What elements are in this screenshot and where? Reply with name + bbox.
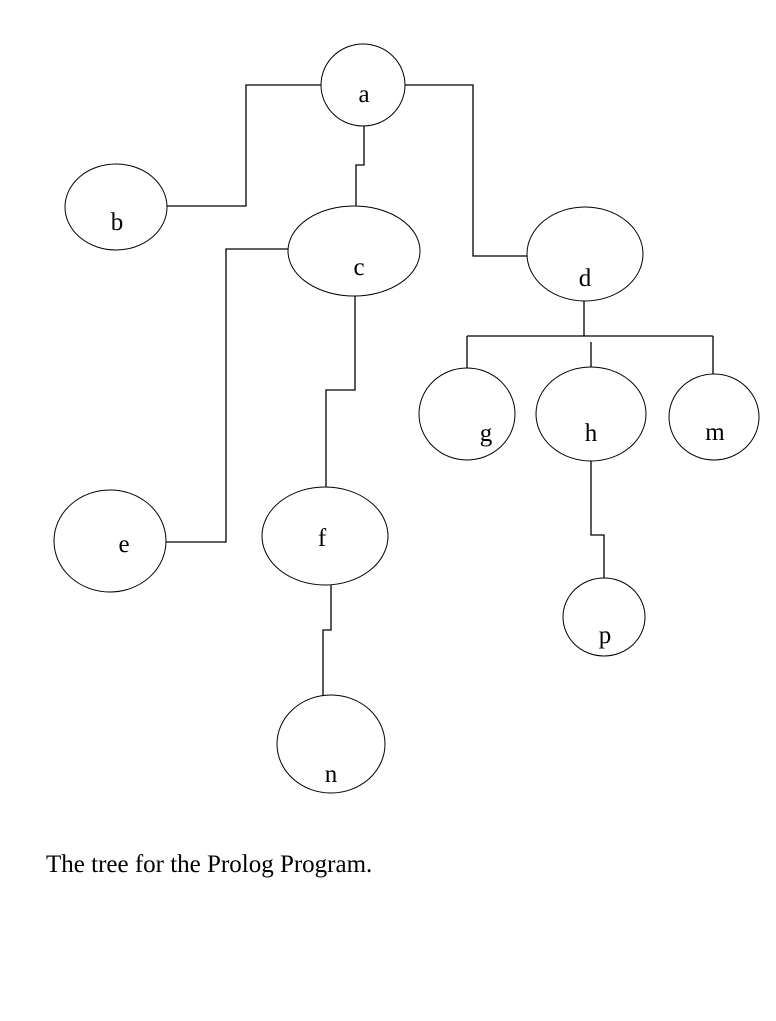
tree-edge-f-n [322, 585, 332, 696]
node-ellipse-c [287, 205, 421, 297]
tree-node-f[interactable]: f [261, 486, 389, 586]
tree-node-p[interactable]: p [562, 577, 646, 657]
tree-edge-a-b [167, 84, 322, 207]
node-layer: a b c d g h m e f p n [53, 43, 760, 794]
tree-node-a[interactable]: a [320, 43, 406, 127]
tree-node-h[interactable]: h [535, 366, 647, 462]
node-label-d: d [579, 265, 592, 292]
tree-node-c[interactable]: c [287, 205, 421, 297]
tree-edge-c-f [325, 296, 356, 488]
edge-layer [166, 84, 714, 696]
node-label-g: g [480, 420, 493, 447]
node-label-a: a [358, 81, 369, 108]
node-ellipse-a [320, 43, 406, 127]
node-ellipse-g [418, 367, 516, 461]
tree-edge-a-c [355, 125, 365, 207]
node-label-p: p [599, 622, 612, 649]
tree-edge-c-e [166, 248, 288, 543]
node-ellipse-b [64, 163, 168, 251]
node-label-n: n [325, 761, 338, 788]
tree-node-g[interactable]: g [418, 367, 516, 461]
diagram-caption: The tree for the Prolog Program. [46, 851, 372, 878]
tree-node-e[interactable]: e [53, 489, 167, 593]
node-ellipse-f [261, 486, 389, 586]
node-label-f: f [318, 525, 327, 552]
tree-node-n[interactable]: n [276, 694, 386, 794]
node-ellipse-p [562, 577, 646, 657]
node-ellipse-m [668, 373, 760, 461]
node-ellipse-e [53, 489, 167, 593]
node-label-c: c [353, 254, 364, 281]
node-label-h: h [585, 420, 598, 447]
tree-edge-a-d [405, 84, 527, 257]
node-ellipse-d [526, 206, 644, 302]
tree-node-b[interactable]: b [64, 163, 168, 251]
node-label-m: m [705, 419, 725, 446]
node-ellipse-h [535, 366, 647, 462]
node-label-b: b [111, 209, 124, 236]
node-ellipse-n [276, 694, 386, 794]
node-label-e: e [118, 531, 129, 558]
tree-node-m[interactable]: m [668, 373, 760, 461]
tree-node-d[interactable]: d [526, 206, 644, 302]
